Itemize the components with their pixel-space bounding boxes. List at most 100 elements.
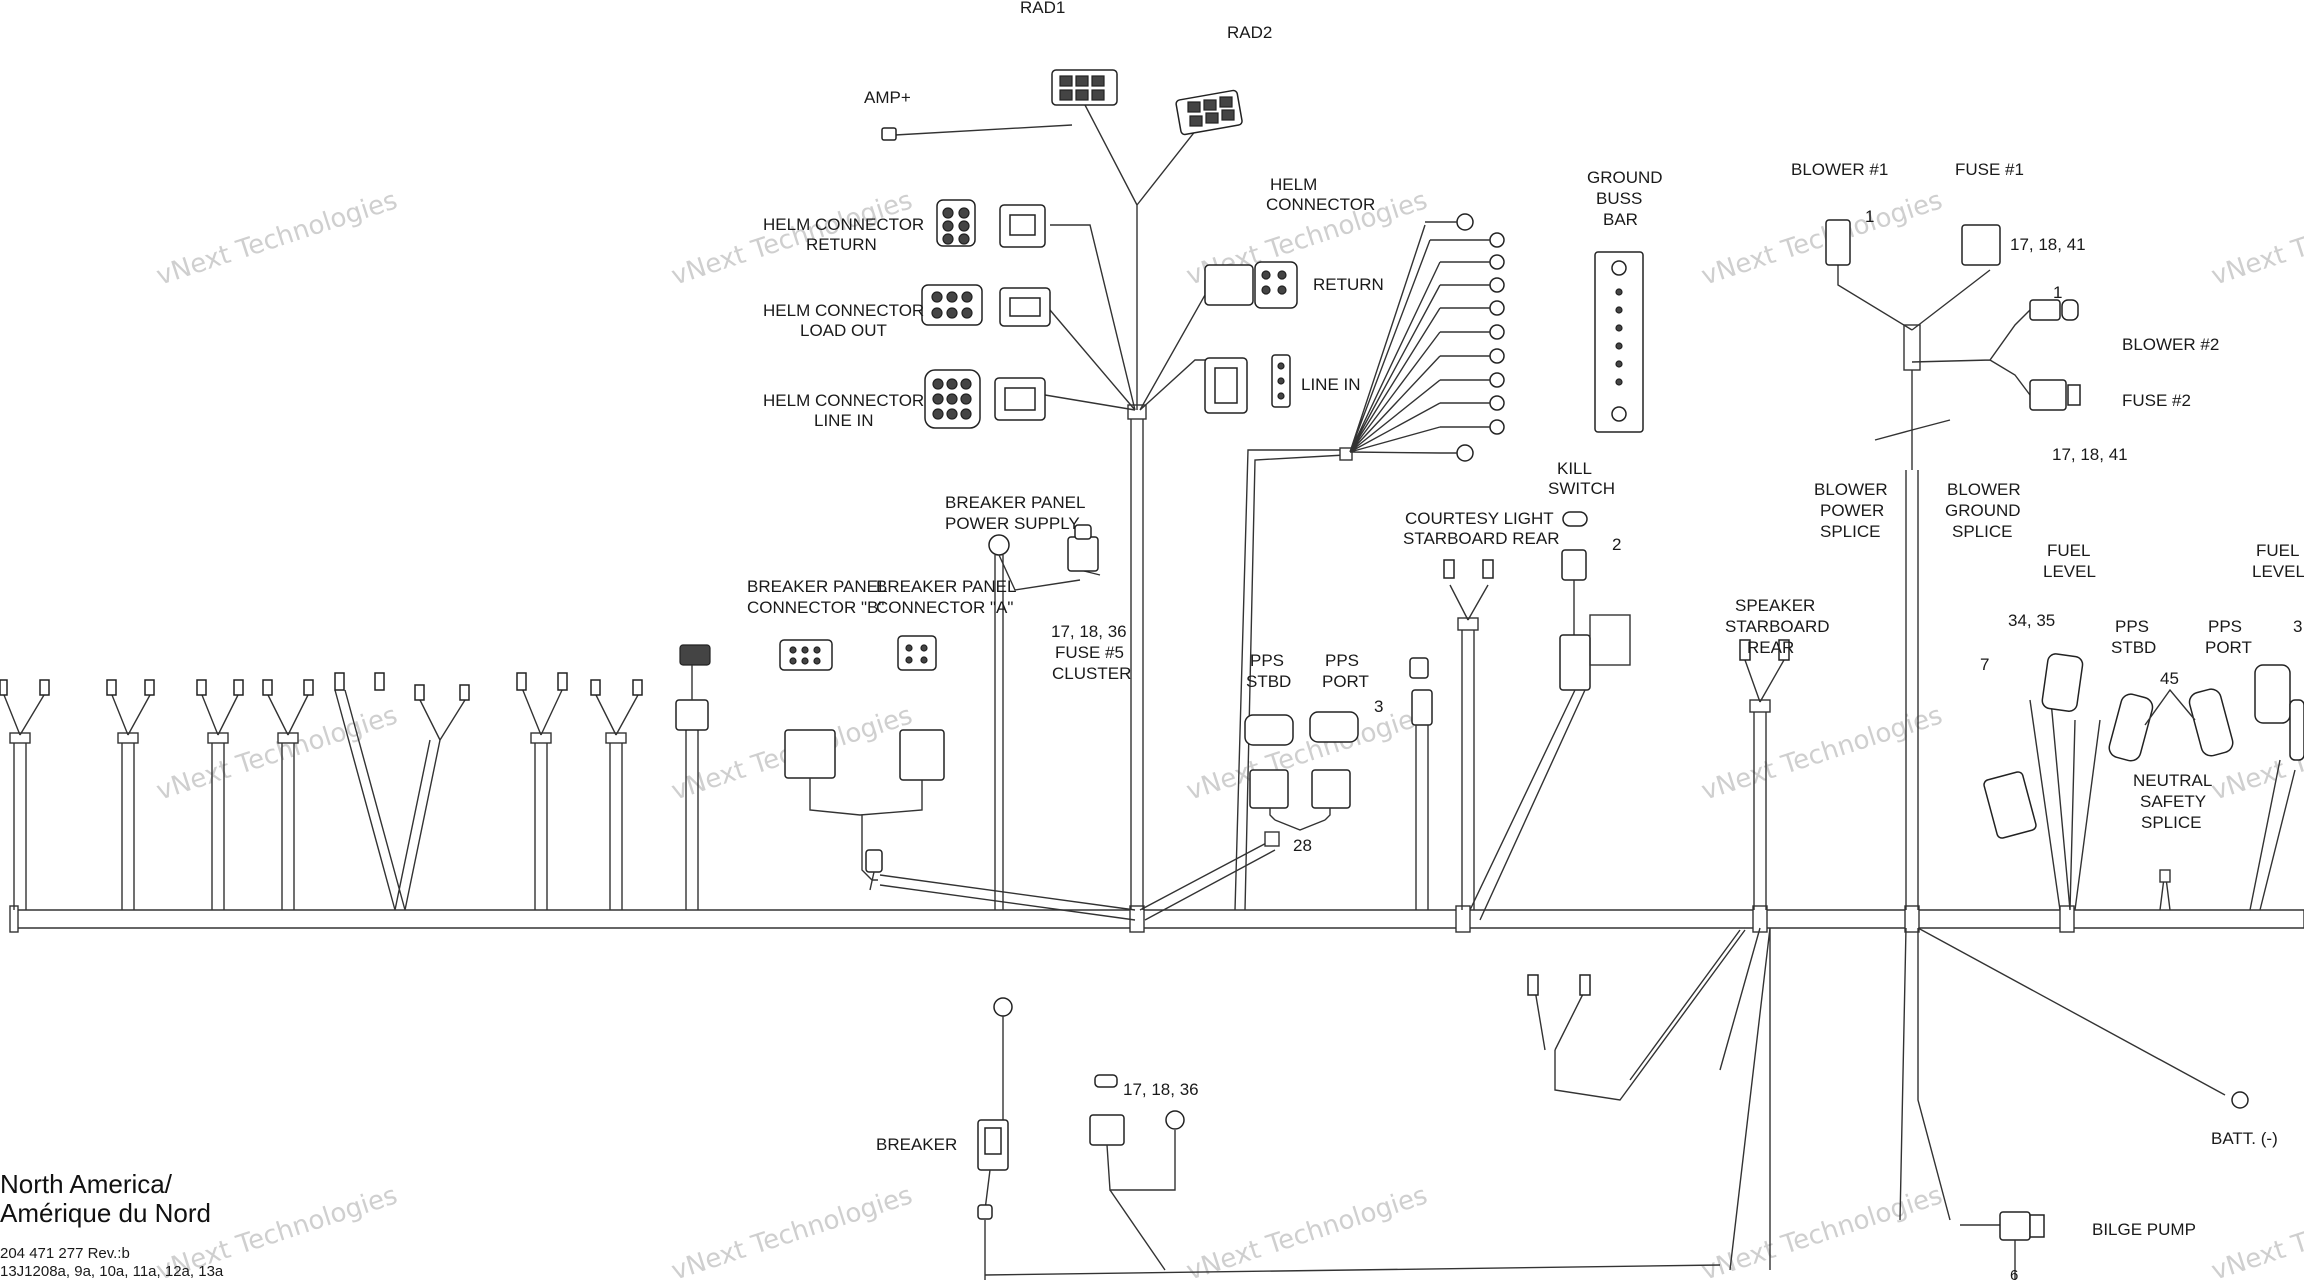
label-rad1: RAD1 <box>1020 0 1065 17</box>
label-return: RETURN <box>1313 275 1384 294</box>
label-breaker-b-1: BREAKER PANEL <box>747 577 887 596</box>
label-pps-stbd-1: PPS <box>1250 651 1284 670</box>
label-num-3b: 3 <box>2293 617 2302 636</box>
left-branches <box>0 644 711 911</box>
watermark: vNext Technologies <box>1698 700 1946 806</box>
ground-buss-bar <box>1594 251 1644 433</box>
label-helm-return-2: RETURN <box>806 235 877 254</box>
speaker-starboard-rear <box>1739 639 1790 910</box>
kill-switch <box>1469 511 1631 921</box>
watermark: vNext Technologies <box>153 700 401 806</box>
watermark: vNext Technologies <box>668 1180 916 1280</box>
rad2-connector <box>1175 89 1243 136</box>
ground-ring-terminals <box>1234 213 1505 911</box>
label-helm-right-1: HELM <box>1270 175 1317 194</box>
label-ground-buss-2: BUSS <box>1596 189 1642 208</box>
label-courtesy-2: STARBOARD REAR <box>1403 529 1560 548</box>
label-breaker-a-1: BREAKER PANEL <box>876 577 1016 596</box>
watermark: vNext Technologies <box>1183 700 1431 806</box>
label-blower-ground-1: BLOWER <box>1947 480 2021 499</box>
watermark: vNext Technologies <box>153 185 401 291</box>
label-line-in: LINE IN <box>1301 375 1361 394</box>
label-fuse1-num: 17, 18, 41 <box>2010 235 2086 254</box>
label-pps-port2-1: PPS <box>2208 617 2242 636</box>
label-helm-linein-1: HELM CONNECTOR <box>763 391 924 410</box>
helm-connector-right-return <box>1204 261 1298 309</box>
label-rad2: RAD2 <box>1227 23 1272 42</box>
label-courtesy-1: COURTESY LIGHT <box>1405 509 1554 528</box>
label-kill-2: SWITCH <box>1548 479 1615 498</box>
watermarks: vNext Technologies vNext Technologies vN… <box>153 185 2304 1280</box>
label-num-7: 7 <box>1980 655 1989 674</box>
label-helm-right-2: CONNECTOR <box>1266 195 1375 214</box>
pps-center-group <box>1139 657 1433 921</box>
label-neutral-2: SAFETY <box>2140 792 2206 811</box>
label-fuse5-2: CLUSTER <box>1052 664 1131 683</box>
label-breaker: BREAKER <box>876 1135 957 1154</box>
label-num-3: 3 <box>1374 697 1383 716</box>
label-speaker-3: REAR <box>1747 638 1794 657</box>
label-pps-port2-2: PORT <box>2205 638 2252 657</box>
label-speaker-2: STARBOARD <box>1725 617 1830 636</box>
label-pps-stbd-2: STBD <box>1246 672 1291 691</box>
label-num-1a: 1 <box>1865 207 1874 226</box>
label-helm-linein-2: LINE IN <box>814 411 874 430</box>
courtesy-light-starboard-rear <box>1443 559 1494 910</box>
label-breaker-b-2: CONNECTOR "B" <box>747 598 884 617</box>
label-breaker-supply-1: BREAKER PANEL <box>945 493 1085 512</box>
label-fuel-level2-1: FUEL <box>2256 541 2299 560</box>
watermark: vNext Technologies <box>1698 185 1946 291</box>
helm-connector-return <box>936 199 1046 248</box>
label-num-28: 28 <box>1293 836 1312 855</box>
label-blower-power-1: BLOWER <box>1814 480 1888 499</box>
label-blower2: BLOWER #2 <box>2122 335 2219 354</box>
label-blower-ground-3: SPLICE <box>1952 522 2012 541</box>
label-kill-1: KILL <box>1557 459 1592 478</box>
label-blower-power-2: POWER <box>1820 501 1884 520</box>
helm-connector-line-in <box>924 369 1046 429</box>
label-fuse1: FUSE #1 <box>1955 160 2024 179</box>
label-neutral-3: SPLICE <box>2141 813 2201 832</box>
label-num-45: 45 <box>2160 669 2179 688</box>
fuel-pps-right-group <box>1983 653 2304 911</box>
label-helm-load-1: HELM CONNECTOR <box>763 301 924 320</box>
rad1-connector <box>1051 69 1118 106</box>
central-harness <box>881 104 1210 910</box>
label-fuse2-num: 17, 18, 41 <box>2052 445 2128 464</box>
bottom-wiring <box>977 927 2249 1280</box>
footer: North America/ Amérique du Nord 204 471 … <box>0 1169 224 1280</box>
label-fuse2: FUSE #2 <box>2122 391 2191 410</box>
label-bilge-pump: BILGE PUMP <box>2092 1220 2196 1239</box>
label-num-1b: 1 <box>2053 283 2062 302</box>
watermark: vNext Technologies <box>2208 185 2304 291</box>
label-blower-ground-2: GROUND <box>1945 501 2021 520</box>
main-trunk <box>9 905 2304 933</box>
label-blower-power-3: SPLICE <box>1820 522 1880 541</box>
helm-connector-load-out <box>921 284 1051 327</box>
footer-region-2: Amérique du Nord <box>0 1198 211 1228</box>
watermark: vNext Technologies <box>668 185 916 291</box>
label-num-2: 2 <box>1612 535 1621 554</box>
label-num-6: 6 <box>2010 1267 2018 1280</box>
label-ground-buss-3: BAR <box>1603 210 1638 229</box>
footer-models: 13J1208a, 9a, 10a, 11a, 12a, 13a <box>0 1263 224 1280</box>
label-speaker-1: SPEAKER <box>1735 596 1815 615</box>
watermark: vNext Technologies <box>1183 1180 1431 1280</box>
label-batt: BATT. (-) <box>2211 1129 2278 1148</box>
blower-fuse-group <box>1825 219 2081 910</box>
label-fuse5-1: FUSE #5 <box>1055 643 1124 662</box>
breaker-panel-connector-a <box>897 635 937 671</box>
label-breaker-supply-2: POWER SUPPLY <box>945 514 1080 533</box>
label-helm-load-2: LOAD OUT <box>800 321 887 340</box>
labels: RAD1 RAD2 AMP+ HELM CONNECTOR RETURN HEL… <box>747 0 2304 1280</box>
label-fuel-level-2: LEVEL <box>2043 562 2096 581</box>
label-pps-port-2: PORT <box>1322 672 1369 691</box>
label-blower1: BLOWER #1 <box>1791 160 1888 179</box>
footer-part-number: 204 471 277 Rev.:b <box>0 1245 130 1262</box>
label-fuse5-num: 17, 18, 36 <box>1051 622 1127 641</box>
helm-connector-right-line-in <box>1204 354 1291 414</box>
label-breaker-num: 17, 18, 36 <box>1123 1080 1199 1099</box>
footer-region-1: North America/ <box>0 1169 173 1199</box>
label-ground-buss-1: GROUND <box>1587 168 1663 187</box>
